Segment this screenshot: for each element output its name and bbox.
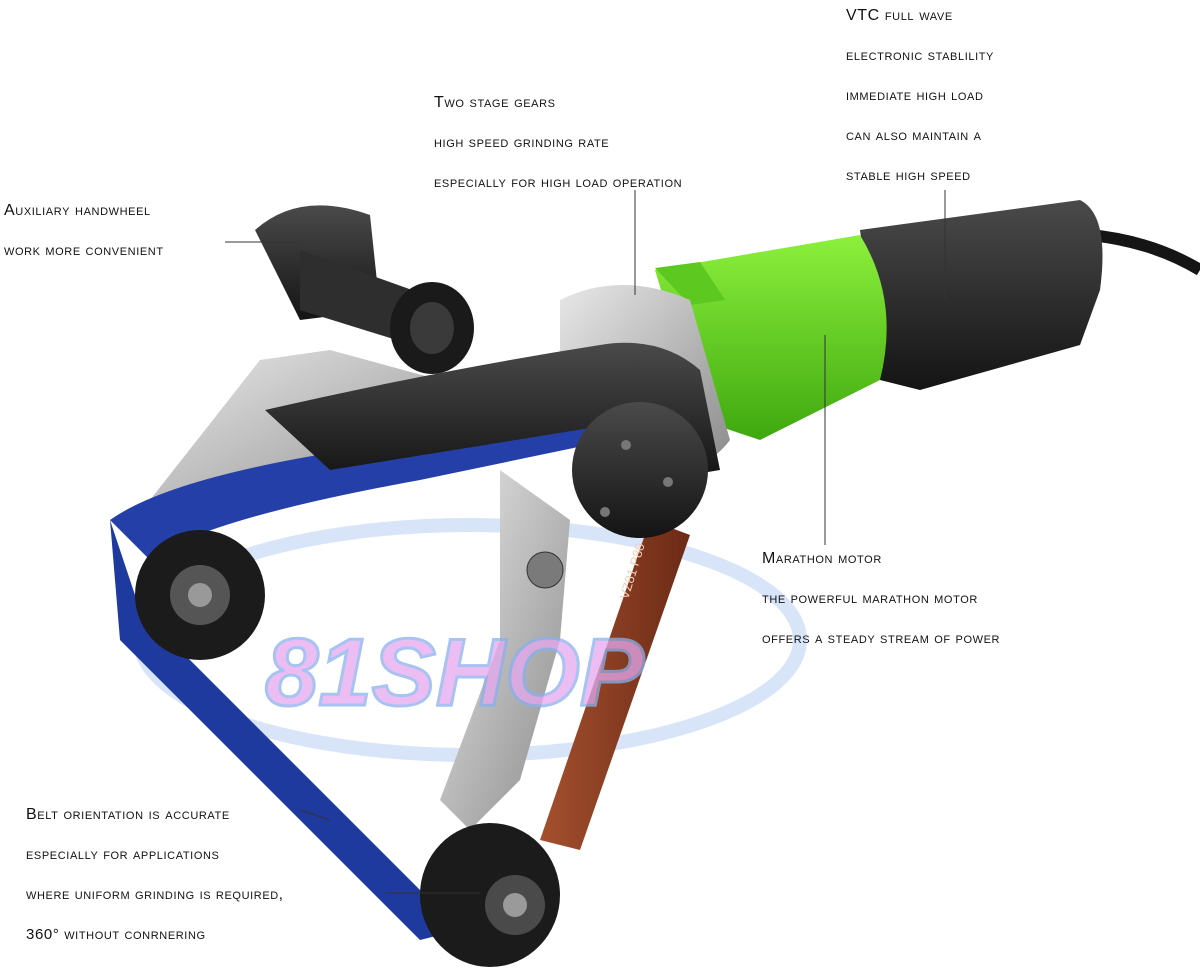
brown-belt (540, 520, 690, 850)
belt-desc-2: where uniform grinding is required, (26, 886, 284, 903)
handwheel-title: Auxiliary handwheel (4, 202, 151, 219)
gears-desc-2: especially for high load operation (434, 174, 683, 191)
vtc-title: VTC full wave (846, 7, 953, 24)
gears-desc-1: high speed grinding rate (434, 134, 610, 151)
watermark-text: 81SHOP (265, 619, 645, 726)
annotation-belt: Belt orientation is accurate especially … (26, 795, 284, 955)
belt-guard (265, 342, 720, 480)
vtc-desc-1: electronic stablility (846, 47, 994, 64)
handwheel-desc-1: work more convenient (4, 242, 164, 259)
belt-title: Belt orientation is accurate (26, 806, 230, 823)
annotation-handwheel: Auxiliary handwheel work more convenient (4, 191, 164, 271)
power-cord (1089, 229, 1200, 276)
motor-desc-1: the powerful marathon motor (762, 590, 978, 607)
tension-knob (526, 551, 564, 589)
belt-desc-1: especially for applications (26, 846, 220, 863)
belt-desc-3: 360° without conrnering (26, 926, 206, 943)
drive-pulley (572, 402, 708, 538)
belt-leader (299, 809, 331, 821)
annotation-motor: Marathon motor the powerful marathon mot… (762, 539, 1000, 659)
annotation-gears: Two stage gears high speed grinding rate… (434, 83, 682, 203)
motor-rear-handle (860, 200, 1103, 390)
gears-title: Two stage gears (434, 94, 556, 111)
motor-title: Marathon motor (762, 550, 882, 567)
vtc-desc-4: stable high speed (846, 167, 971, 184)
vtc-desc-2: immediate high load (846, 87, 984, 104)
annotation-vtc: VTC full wave electronic stablility imme… (846, 0, 994, 196)
motor-switch (655, 262, 725, 305)
vtc-desc-3: can also maintain a (846, 127, 982, 144)
motor-desc-2: offers a steady stream of power (762, 630, 1001, 647)
